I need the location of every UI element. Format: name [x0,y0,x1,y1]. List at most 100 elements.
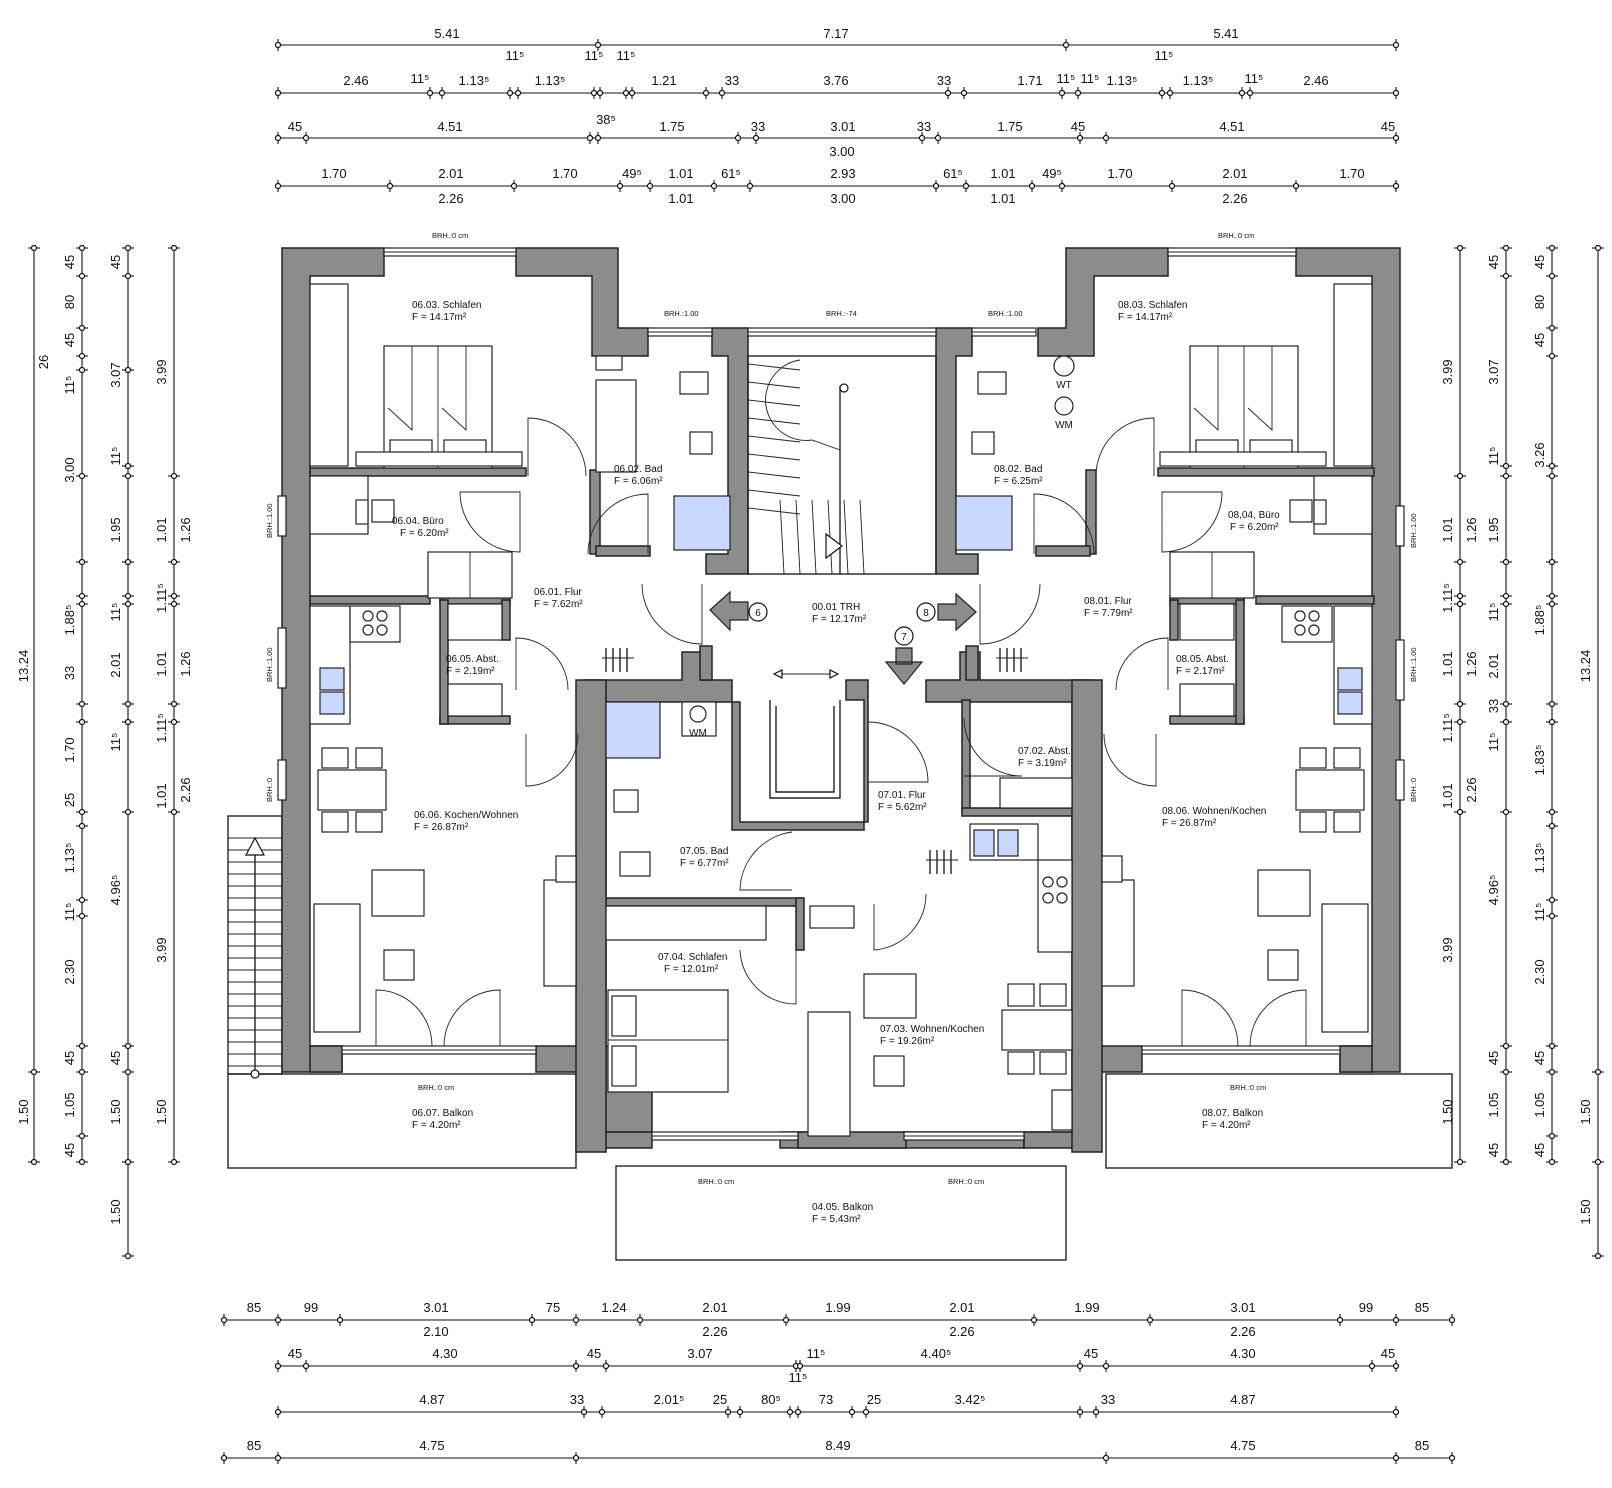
dim-node [636,1316,644,1324]
dim: 1.70 [62,737,77,762]
marker-8: 8 [923,608,929,619]
marker-7: 7 [901,632,907,643]
dim-node [30,1158,38,1166]
dim: 2.46 [1303,73,1328,88]
wall [965,645,979,681]
shower [955,495,1013,551]
dim-node [1548,808,1556,816]
dim: 11⁵ [411,71,430,86]
dim: 33 [751,119,765,134]
dining-table [1001,1009,1073,1051]
arrow-left-icon [709,590,749,632]
marker-6: 6 [755,608,761,619]
wall [605,897,803,907]
dim: 3.01 [423,1300,448,1315]
dim-node [30,244,38,252]
dim: 33 [937,73,951,88]
room-area-0702: F = 3.19m² [1018,758,1067,769]
dim: 1.50 [1578,1199,1593,1224]
dim-node [594,134,602,142]
dim: 11⁵ [62,376,77,395]
sofa [1321,903,1369,1033]
dim: 45 [62,255,77,269]
dim: 2.26 [1222,191,1247,206]
stair-step [859,499,865,575]
lift [769,669,841,799]
dim: 4.87 [1230,1392,1255,1407]
brh-label: BRH.:-74 [826,309,857,318]
dim-node [1392,182,1400,190]
wall [575,679,607,1153]
dim-node [848,1408,856,1416]
dim: 4.75 [1230,1438,1255,1453]
dim: 8.49 [825,1438,850,1453]
dim-node [170,718,178,726]
armchair [1257,869,1311,917]
dim: 1.95 [1486,517,1501,542]
dim-node [78,1042,86,1050]
dim-node [1028,182,1036,190]
dim-node [438,89,446,97]
dim: 1.70 [1339,166,1364,181]
dim-node [124,1042,132,1050]
room-name-0801: 08.01. Flur [1084,596,1132,607]
bottom-dim-row-2: 45 4.30 45 3.07 11⁵ 4.40⁵ 45 4.30 45 [288,1346,1395,1361]
dim-node [1502,700,1510,708]
dim: 45 [1532,1143,1547,1157]
dim-node [594,41,602,49]
stair-step [747,363,801,371]
dim: 1.13⁵ [1183,73,1214,88]
dim-node [590,89,598,97]
arrow-down-icon [884,647,924,685]
dim-node [1076,1362,1084,1370]
dim-node [78,366,86,374]
stair-step [747,453,801,461]
dim: 5.41 [1213,26,1238,41]
dim: 11⁵ [807,1346,826,1361]
dim-node [1548,592,1556,600]
dim: 45 [1071,119,1085,134]
dim-node [78,352,86,360]
dim-node [1166,89,1174,97]
dim: 25 [867,1392,881,1407]
room-name-0704: 07.04. Schlafen [658,952,728,963]
dim: 1.50 [108,1099,123,1124]
wall [1169,599,1179,641]
room-area-0601: F = 7.62m² [534,599,583,610]
dim-node [1392,134,1400,142]
bottom-dimension-chains [220,1314,1456,1464]
dim: 2.01 [438,166,463,181]
brh-label: BRH.:1.00 [1409,647,1418,682]
dim-node [1392,41,1400,49]
room-area-0405: F = 5.43m² [812,1214,861,1225]
dim: 85 [1415,1300,1429,1315]
dim-node [78,472,86,480]
dim-node [1392,1362,1400,1370]
dim: 61⁵ [721,166,741,181]
room-area-0804: F = 6.20m² [1230,522,1279,533]
toilet [679,371,709,395]
dim-node [628,89,636,97]
dim: 2.10 [423,1324,448,1339]
dim-node [944,89,952,97]
dim-node [1502,462,1510,470]
dim-node [78,1068,86,1076]
dim: 7.17 [823,26,848,41]
brh-label: BRH.:1.00 [265,503,274,538]
office-chair [1289,499,1313,523]
dim: 45 [288,1346,302,1361]
dim: 1.24 [601,1300,626,1315]
dim: 2.26 [1230,1324,1255,1339]
bottom-dim-row-1: 85 99 3.01 75 1.24 2.01 1.99 2.01 1.99 3… [247,1300,1429,1339]
dim-node [752,134,760,142]
brh-label: BRH.:1.00 [1409,513,1418,548]
dim: 45 [1486,1143,1501,1157]
dim-node [1146,1316,1154,1324]
dim: 25 [713,1392,727,1407]
shower [605,701,661,759]
dim-node [78,244,86,252]
sink [689,431,713,455]
room-name-0606: 06.06. Kochen/Wohnen [414,810,518,821]
dim: 45 [288,119,302,134]
dim-node [724,1408,732,1416]
